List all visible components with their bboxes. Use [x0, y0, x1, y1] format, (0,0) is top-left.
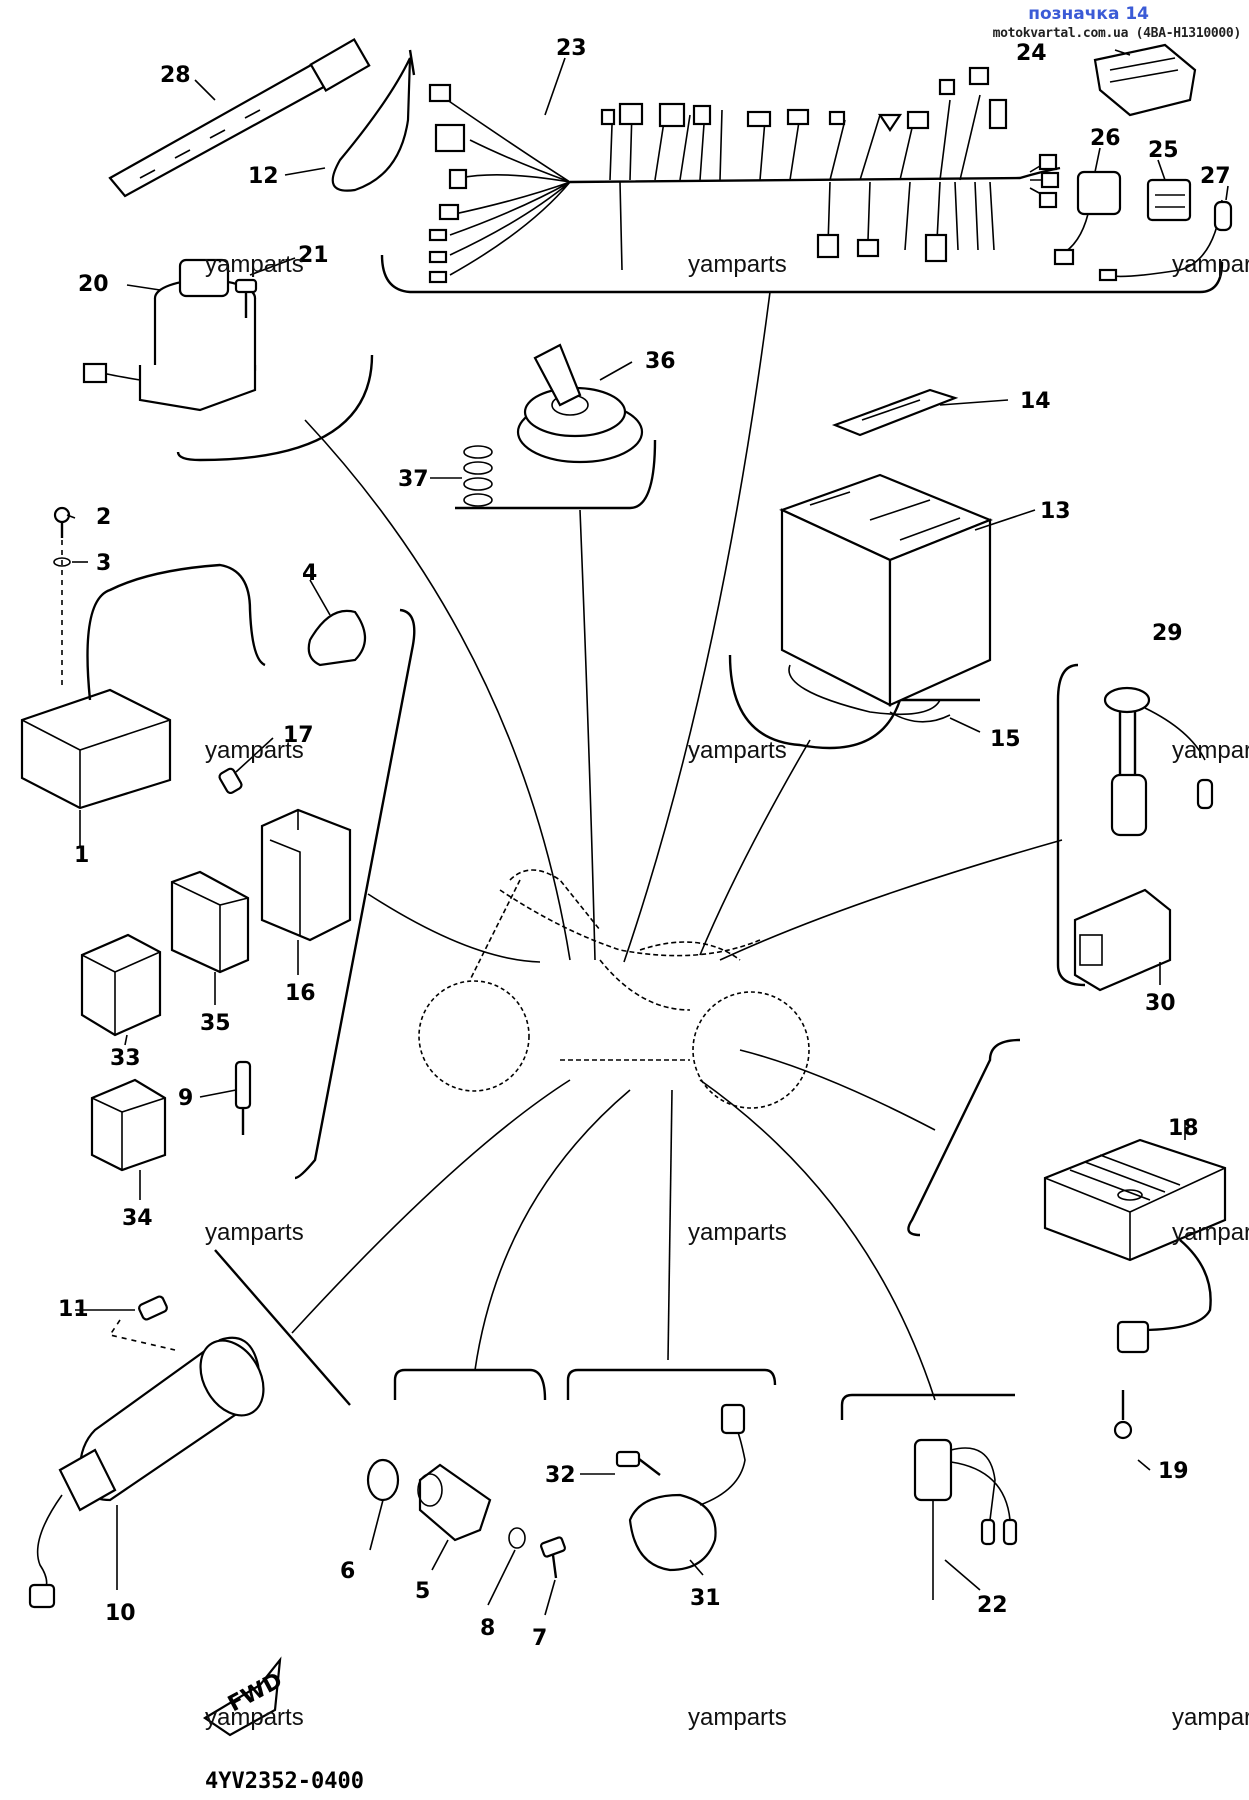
part-label-12: 12 [248, 164, 279, 189]
part-label-31: 31 [690, 1586, 721, 1611]
watermark: yamparts [1172, 1704, 1249, 1731]
part-label-24: 24 [1016, 41, 1047, 66]
sensor-29 [1103, 686, 1214, 837]
leader-lines [291, 291, 1063, 1401]
bolt-7 [540, 1536, 566, 1579]
part-label-36: 36 [645, 349, 676, 374]
part-label-29: 29 [1152, 621, 1183, 646]
part-labels: 28 12 23 24 26 25 27 20 21 36 37 14 13 1… [58, 36, 1231, 1651]
screw-21 [234, 278, 258, 318]
bolt-32 [615, 1450, 661, 1476]
screw-17 [218, 767, 243, 795]
part-label-10: 10 [105, 1601, 136, 1626]
watermark: yamparts [688, 251, 787, 278]
part-label-23: 23 [556, 36, 587, 61]
page-link[interactable]: позначка 14 [1028, 4, 1149, 24]
spring-37 [463, 445, 493, 507]
battery-strap-14 [831, 388, 959, 437]
part-label-20: 20 [78, 272, 109, 297]
part-label-25: 25 [1148, 138, 1179, 163]
rectifier-18 [1043, 1138, 1227, 1354]
relay-26 [1053, 170, 1122, 266]
part-label-8: 8 [480, 1616, 495, 1641]
part-label-3: 3 [96, 551, 111, 576]
band-12 [331, 49, 416, 192]
connector-30 [1073, 888, 1172, 992]
part-label-14: 14 [1020, 389, 1051, 414]
part-label-6: 6 [340, 1559, 355, 1584]
wire-harness-23 [428, 66, 1061, 284]
cable-tie-28 [108, 38, 371, 198]
switch-31 [628, 1403, 746, 1572]
watermark: yamparts [205, 737, 304, 764]
group-brackets [176, 254, 1224, 1420]
part-label-13: 13 [1040, 499, 1071, 524]
connector-24 [1093, 43, 1197, 117]
fuse-27 [1098, 199, 1233, 282]
watermark: yamparts [688, 1219, 787, 1246]
main-switch-20 [82, 258, 257, 412]
diagram-code: 4YV2352-0400 [205, 1769, 364, 1794]
part-label-35: 35 [200, 1011, 231, 1036]
watermark: yamparts [205, 1219, 304, 1246]
part-label-34: 34 [122, 1206, 153, 1231]
watermark: yamparts [205, 1704, 304, 1731]
sensor-5 [417, 1463, 492, 1542]
part-label-30: 30 [1145, 991, 1176, 1016]
relay-33 [80, 933, 162, 1037]
motorcycle-outline [418, 869, 810, 1109]
part-label-26: 26 [1090, 126, 1121, 151]
cap-6 [366, 1458, 400, 1502]
watermark: yamparts [688, 1704, 787, 1731]
part-label-16: 16 [285, 981, 316, 1006]
watermark: yamparts [1172, 251, 1249, 278]
battery-pad-15 [788, 664, 951, 723]
starter-motor-10 [28, 1336, 265, 1609]
horn-36 [516, 343, 644, 464]
watermark: yamparts [1172, 1219, 1249, 1246]
watermark: yamparts [205, 251, 304, 278]
part-label-17: 17 [283, 723, 314, 748]
bolt-19 [1113, 1390, 1133, 1440]
relay-16 [260, 808, 352, 942]
watermark: yamparts [1172, 737, 1249, 764]
part-label-9: 9 [178, 1086, 193, 1111]
part-label-4: 4 [302, 561, 317, 586]
part-label-1: 1 [74, 843, 89, 868]
watermarks: yamparts yamparts yamparts yamparts yamp… [205, 251, 1249, 1731]
part-label-22: 22 [977, 1593, 1008, 1618]
part-label-5: 5 [415, 1579, 430, 1604]
switch-22 [913, 1438, 1018, 1600]
cdi-unit-1 [20, 540, 266, 810]
part-label-32: 32 [545, 1463, 576, 1488]
part-label-19: 19 [1158, 1459, 1189, 1484]
part-label-7: 7 [532, 1626, 547, 1651]
source-label: motokvartal.com.ua (4BA-H1310000) [992, 26, 1242, 41]
label-leaders [66, 49, 1229, 1616]
relay-35 [170, 870, 250, 974]
cap-4 [307, 609, 367, 667]
part-label-21: 21 [298, 243, 329, 268]
part-label-27: 27 [1200, 164, 1231, 189]
watermark: yamparts [688, 737, 787, 764]
part-label-11: 11 [58, 1297, 89, 1322]
sensor-9 [234, 1060, 252, 1135]
washer-8 [508, 1527, 526, 1549]
bolt-11 [108, 1295, 176, 1351]
part-label-37: 37 [398, 467, 429, 492]
part-label-33: 33 [110, 1046, 141, 1071]
part-label-2: 2 [96, 505, 111, 530]
part-label-28: 28 [160, 63, 191, 88]
part-label-18: 18 [1168, 1116, 1199, 1141]
battery-13 [779, 473, 993, 707]
bolt-2 [53, 506, 71, 538]
washer-3 [53, 557, 71, 567]
part-label-15: 15 [990, 727, 1021, 752]
fuse-block-25 [1146, 178, 1192, 222]
relay-34 [90, 1078, 167, 1172]
